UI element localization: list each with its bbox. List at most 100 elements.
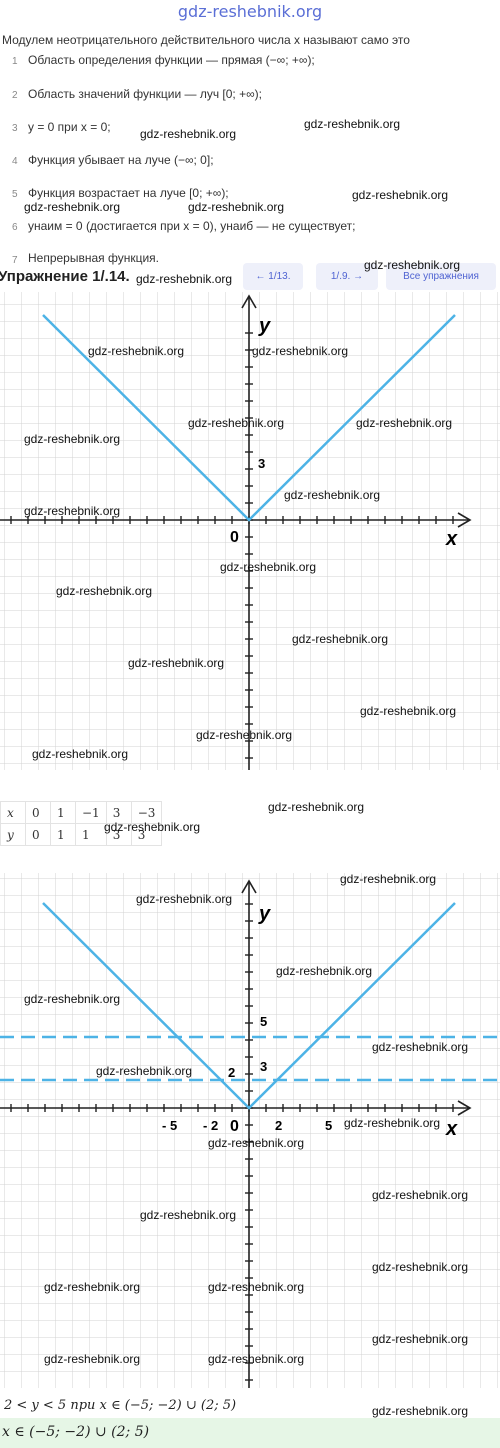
table-cell: y: [0, 823, 26, 846]
x-axis-arrow: [457, 1100, 472, 1116]
all-exercises-button[interactable]: Все упражнения: [386, 263, 496, 290]
property-number: 2: [12, 90, 18, 101]
graph-abs-x: y x 0 3: [0, 292, 500, 770]
watermark: gdz-reshebnik.org: [372, 1332, 469, 1346]
watermark: gdz-reshebnik.org: [268, 800, 365, 814]
x-axis-arrow: [457, 512, 472, 528]
watermark: gdz-reshebnik.org: [196, 728, 293, 742]
watermark: gdz-reshebnik.org: [352, 188, 449, 202]
table-cell: 1: [50, 801, 76, 824]
grid: [0, 292, 500, 770]
watermark: gdz-reshebnik.org: [188, 416, 285, 430]
table-cell: −1: [75, 801, 107, 824]
origin-label: 0: [230, 529, 239, 546]
watermark: gdz-reshebnik.org: [208, 1352, 305, 1366]
watermark: gdz-reshebnik.org: [136, 272, 233, 286]
property-number: 5: [12, 189, 18, 200]
watermark: gdz-reshebnik.org: [340, 872, 437, 886]
y-tick-label: 5: [260, 1014, 267, 1029]
property-text: Функция возрастает на луче [0; +∞);: [28, 186, 229, 200]
property-text: Область определения функции — прямая (−∞…: [28, 53, 315, 67]
watermark: gdz-reshebnik.org: [364, 258, 461, 272]
graph-abs-x-with-bounds: y x 0 - 5 - 2 2 5 5 3 2: [0, 873, 500, 1388]
property-text: Функция убывает на луче (−∞; 0];: [28, 153, 214, 167]
y-axis-label: y: [258, 903, 271, 925]
table-cell: 1: [50, 823, 76, 846]
watermark: gdz-reshebnik.org: [356, 416, 453, 430]
grid: [0, 873, 500, 1388]
watermark: gdz-reshebnik.org: [104, 820, 201, 834]
function-graph: [42, 902, 456, 1110]
watermark: gdz-reshebnik.org: [140, 1208, 237, 1222]
intro-text: Модулем неотрицательного действительного…: [2, 33, 410, 47]
watermark: gdz-reshebnik.org: [276, 964, 373, 978]
table-cell: x: [0, 801, 26, 824]
next-exercise-button[interactable]: 1/.9. →: [316, 263, 378, 290]
watermark: gdz-reshebnik.org: [372, 1040, 469, 1054]
y-axis-arrow: [241, 294, 257, 309]
x-tick-label: 2: [275, 1118, 282, 1133]
property-text: y = 0 при x = 0;: [28, 120, 111, 134]
watermark: gdz-reshebnik.org: [252, 344, 349, 358]
watermark: gdz-reshebnik.org: [372, 1260, 469, 1274]
watermark: gdz-reshebnik.org: [304, 117, 401, 131]
y-axis-arrow: [241, 879, 257, 894]
property-number: 3: [12, 123, 18, 134]
answer-box: x ∈ (−5; −2) ∪ (2; 5): [0, 1418, 500, 1448]
answer-final: x ∈ (−5; −2) ∪ (2; 5): [2, 1424, 150, 1440]
site-logo-text: gdz-reshebnik.org: [177, 2, 323, 21]
watermark: gdz-reshebnik.org: [344, 1116, 441, 1130]
watermark: gdz-reshebnik.org: [208, 1136, 305, 1150]
table-cell: 0: [25, 823, 51, 846]
y-tick-label: 3: [260, 1059, 267, 1074]
x-tick-label: - 5: [162, 1118, 177, 1133]
watermark: gdz-reshebnik.org: [128, 656, 225, 670]
prev-exercise-button[interactable]: ← 1/13.: [243, 263, 303, 290]
watermark: gdz-reshebnik.org: [24, 432, 121, 446]
origin-label: 0: [230, 1118, 239, 1135]
property-number: 7: [12, 255, 18, 266]
y-tick-label: 3: [258, 456, 265, 471]
watermark: gdz-reshebnik.org: [372, 1404, 469, 1418]
table-cell: 3: [105, 823, 132, 846]
property-number: 1: [12, 56, 18, 67]
watermark: gdz-reshebnik.org: [220, 560, 317, 574]
table-cell: 1: [75, 823, 107, 846]
x-tick-label: 5: [325, 1118, 332, 1133]
watermark: gdz-reshebnik.org: [24, 200, 121, 214]
x-axis-label: x: [445, 1118, 458, 1140]
watermark: gdz-reshebnik.org: [24, 992, 121, 1006]
watermark: gdz-reshebnik.org: [24, 504, 121, 518]
watermark: gdz-reshebnik.org: [136, 892, 233, 906]
property-text: Область значений функции — луч [0; +∞);: [28, 87, 262, 101]
property-number: 6: [12, 222, 18, 233]
table-cell: 0: [25, 801, 51, 824]
y-tick-label: 2: [228, 1065, 235, 1080]
watermark: gdz-reshebnik.org: [284, 488, 381, 502]
exercise-title: Упражнение 1/.14.: [0, 268, 130, 285]
watermark: gdz-reshebnik.org: [44, 1352, 141, 1366]
table-row: y 0 1 1 3 3: [0, 823, 163, 846]
watermark: gdz-reshebnik.org: [140, 127, 237, 141]
watermark: gdz-reshebnik.org: [188, 200, 285, 214]
function-graph: [42, 314, 456, 522]
values-table: x 0 1 −1 3 −3 y 0 1 1 3 3: [0, 801, 163, 846]
watermark: gdz-reshebnik.org: [88, 344, 185, 358]
table-row: x 0 1 −1 3 −3: [0, 801, 163, 824]
watermark: gdz-reshebnik.org: [360, 704, 457, 718]
property-number: 4: [12, 156, 18, 167]
watermark: gdz-reshebnik.org: [56, 584, 153, 598]
x-axis-label: x: [445, 528, 458, 550]
property-text: Непрерывная функция.: [28, 251, 160, 265]
table-cell: 3: [130, 823, 163, 846]
y-axis-label: y: [258, 315, 271, 337]
watermark: gdz-reshebnik.org: [44, 1280, 141, 1294]
x-tick-label: - 2: [203, 1118, 218, 1133]
watermark: gdz-reshebnik.org: [32, 747, 129, 761]
property-text: yнаим = 0 (достигается при x = 0), yнаиб…: [28, 219, 356, 233]
watermark: gdz-reshebnik.org: [372, 1188, 469, 1202]
watermark: gdz-reshebnik.org: [292, 632, 389, 646]
watermark: gdz-reshebnik.org: [96, 1064, 193, 1078]
answer-condition: 2 < y < 5 при x ∈ (−5; −2) ∪ (2; 5): [4, 1398, 237, 1413]
watermark: gdz-reshebnik.org: [208, 1280, 305, 1294]
